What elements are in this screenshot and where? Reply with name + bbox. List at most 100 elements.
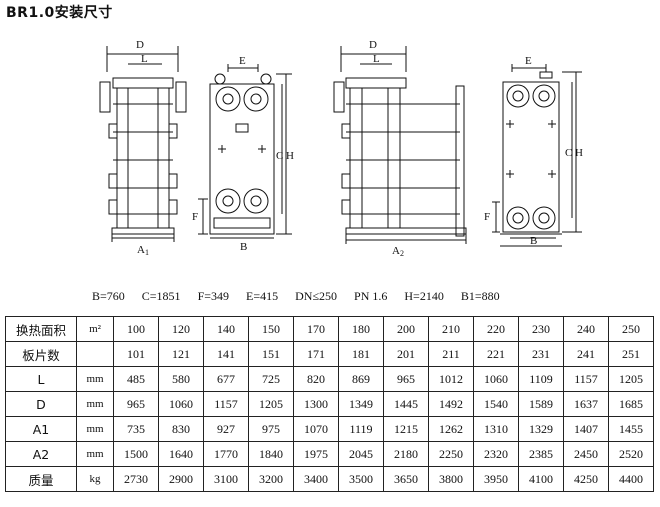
row-header: L — [5, 366, 77, 392]
table-cell: 3400 — [293, 466, 339, 492]
table-cell: 1300 — [293, 391, 339, 417]
table-cell: 2180 — [383, 441, 429, 467]
dim-label-F-2: F — [484, 211, 490, 223]
table-cell: 1685 — [608, 391, 654, 417]
table-cell: 1119 — [338, 416, 384, 442]
dim-label-B-2: B — [530, 235, 537, 247]
table-cell: 4400 — [608, 466, 654, 492]
table-cell: 3500 — [338, 466, 384, 492]
table-cell: 121 — [158, 341, 204, 367]
table-cell: 485 — [113, 366, 159, 392]
row-header: 换热面积 — [5, 316, 77, 342]
table-cell: 1070 — [293, 416, 339, 442]
table-cell: 240 — [563, 316, 609, 342]
row-header: D — [5, 391, 77, 417]
table-cell: 221 — [473, 341, 519, 367]
table-cell: 180 — [338, 316, 384, 342]
front-view-2 — [492, 64, 582, 247]
dim-label-C-1: C — [276, 150, 283, 162]
page-title: BR1.0安装尺寸 — [6, 5, 113, 21]
table-cell: 150 — [248, 316, 294, 342]
table-cell: 181 — [338, 341, 384, 367]
table-cell: 2320 — [473, 441, 519, 467]
front-view-1 — [198, 64, 292, 239]
table-cell: 965 — [113, 391, 159, 417]
table-cell: 3800 — [428, 466, 474, 492]
table-cell: 735 — [113, 416, 159, 442]
table-cell: 1157 — [203, 391, 249, 417]
table-cell: 1637 — [563, 391, 609, 417]
unit-cell: mm — [76, 441, 114, 467]
table-cell: 975 — [248, 416, 294, 442]
table-cell: 820 — [293, 366, 339, 392]
table-cell: 120 — [158, 316, 204, 342]
table-cell: 1060 — [158, 391, 204, 417]
dim-label-C-2: C — [565, 147, 572, 159]
table-cell: 3650 — [383, 466, 429, 492]
side-view-2 — [333, 46, 467, 244]
table-cell: 1500 — [113, 441, 159, 467]
param: DN≤250 — [295, 289, 338, 303]
row-header: A2 — [5, 441, 77, 467]
row-header: A1 — [5, 416, 77, 442]
table-cell: 1445 — [383, 391, 429, 417]
table-cell: 580 — [158, 366, 204, 392]
param: E=415 — [246, 289, 279, 303]
table-cell: 1589 — [518, 391, 564, 417]
dim-label-H-2: H — [575, 147, 583, 159]
parameter-line: B=760 C=1851 F=349 E=415 DN≤250 PN 1.6 H… — [92, 289, 514, 304]
table-cell: 101 — [113, 341, 159, 367]
param: H=2140 — [404, 289, 444, 303]
table-cell: 3950 — [473, 466, 519, 492]
table-cell: 1349 — [338, 391, 384, 417]
table-cell: 1640 — [158, 441, 204, 467]
dim-label-E-1: E — [239, 55, 246, 67]
table-cell: 1329 — [518, 416, 564, 442]
table-cell: 869 — [338, 366, 384, 392]
unit-cell — [76, 341, 114, 367]
table-cell: 1770 — [203, 441, 249, 467]
param: B1=880 — [460, 289, 500, 303]
table-cell: 830 — [158, 416, 204, 442]
table-cell: 1205 — [248, 391, 294, 417]
dim-label-H-1: H — [286, 150, 294, 162]
table-cell: 1455 — [608, 416, 654, 442]
table-cell: 220 — [473, 316, 519, 342]
table-cell: 1540 — [473, 391, 519, 417]
table-cell: 231 — [518, 341, 564, 367]
dim-label-B-1: B — [240, 241, 247, 253]
unit-cell: m² — [76, 316, 114, 342]
table-cell: 3100 — [203, 466, 249, 492]
table-cell: 3200 — [248, 466, 294, 492]
installation-drawing: D L A1 E C H F B D L A2 E C H F B — [99, 39, 583, 258]
table-cell: 1060 — [473, 366, 519, 392]
unit-cell: mm — [76, 366, 114, 392]
table-cell: 2250 — [428, 441, 474, 467]
table-cell: 251 — [608, 341, 654, 367]
dim-label-A-1: A1 — [137, 244, 149, 257]
row-header: 质量 — [5, 466, 77, 492]
table-cell: 2450 — [563, 441, 609, 467]
dim-label-E-2: E — [525, 55, 532, 67]
table-cell: 1205 — [608, 366, 654, 392]
table-cell: 140 — [203, 316, 249, 342]
table-cell: 725 — [248, 366, 294, 392]
table-cell: 1975 — [293, 441, 339, 467]
table-cell: 151 — [248, 341, 294, 367]
table-cell: 1407 — [563, 416, 609, 442]
table-cell: 1157 — [563, 366, 609, 392]
dim-label-F-1: F — [192, 211, 198, 223]
table-cell: 1492 — [428, 391, 474, 417]
table-cell: 141 — [203, 341, 249, 367]
table-cell: 2730 — [113, 466, 159, 492]
table-cell: 250 — [608, 316, 654, 342]
table-cell: 1262 — [428, 416, 474, 442]
dim-label-D-1: D — [136, 39, 144, 51]
